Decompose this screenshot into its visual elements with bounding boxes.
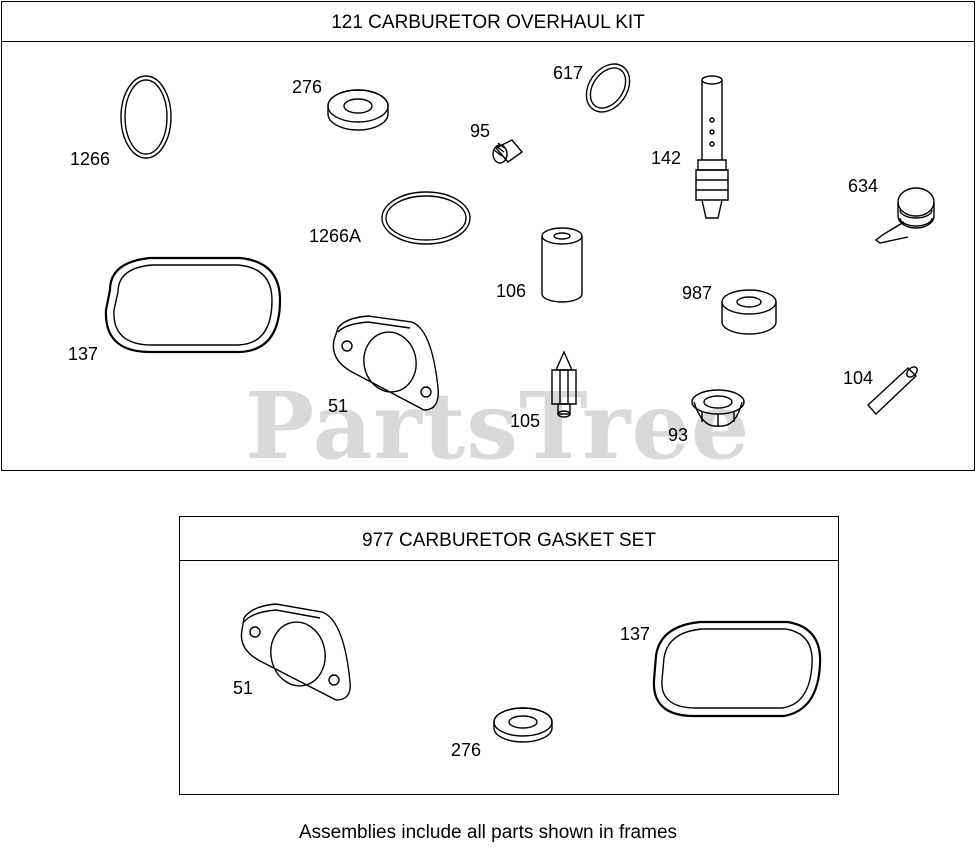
part-95-screw [492,139,524,164]
part-142-emulsion-tube [695,75,729,219]
gasket-set-frame: 977 CARBURETOR GASKET SET [179,516,839,795]
label-987: 987 [682,283,713,303]
part-51-flange-gasket [332,315,439,411]
label-634: 634 [848,176,879,196]
part-106-float [541,227,583,303]
footnote: Assemblies include all parts shown in fr… [298,822,678,843]
label-1266a: 1266A [309,226,362,246]
part-1266-oring [120,75,172,159]
overhaul-kit-frame: 121 CARBURETOR OVERHAUL KIT [1,1,975,471]
part-617-oring [585,63,631,113]
label-1266: 1266 [70,149,111,169]
label-105: 105 [510,411,541,431]
gasket-set-title: 977 CARBURETOR GASKET SET [180,517,838,561]
part-51-flange-gasket-set [240,603,351,701]
label-137: 137 [68,344,99,364]
part-1266a-oring [381,191,471,245]
label-set-276: 276 [451,740,482,760]
part-276-washer-set [493,707,553,743]
label-95: 95 [470,121,491,141]
part-104-pin [867,366,918,416]
part-634-spring [874,187,935,244]
label-142: 142 [651,148,682,168]
label-set-51: 51 [233,678,254,698]
part-105-float-needle [551,350,577,418]
label-276: 276 [292,77,323,97]
part-137-gasket-set [652,620,822,718]
overhaul-kit-title: 121 CARBURETOR OVERHAUL KIT [2,2,974,42]
part-987-bushing [721,289,777,335]
label-93: 93 [668,425,689,445]
label-51: 51 [328,396,349,416]
watermark: PartsTree [245,372,751,480]
part-137-gasket [104,256,282,354]
part-93-valve-seat [691,389,745,427]
part-276-washer [327,89,389,131]
label-617: 617 [553,63,584,83]
label-set-137: 137 [620,624,651,644]
label-104: 104 [843,368,874,388]
label-106: 106 [496,281,527,301]
